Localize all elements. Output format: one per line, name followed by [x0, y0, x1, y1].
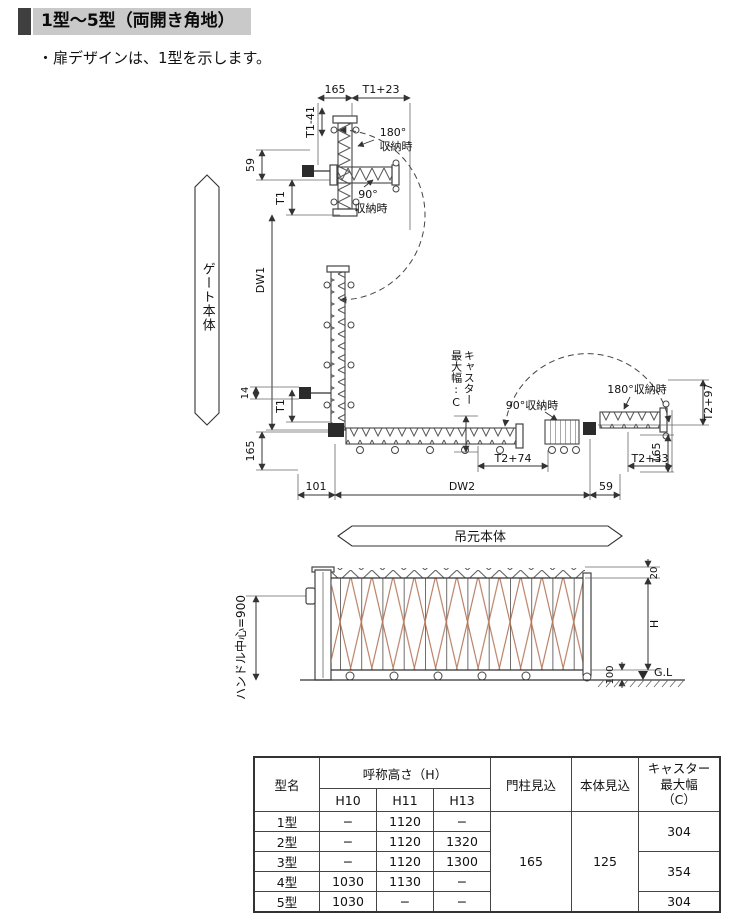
- dim-t1-plus23: T1+23: [362, 83, 400, 96]
- dim-t2-plus97: T2+97: [702, 384, 715, 422]
- cell-body-depth: 125: [571, 811, 639, 913]
- cell-h10: −: [319, 831, 377, 852]
- dim-101: 101: [306, 480, 327, 493]
- handle-center-label: ハンドル中心=900: [234, 595, 248, 700]
- main-gate-vertical: [299, 265, 355, 437]
- dim-t1-lower: T1: [274, 399, 287, 414]
- col-header-caster: キャスター 最大幅 （C）: [638, 756, 721, 812]
- cell-caster: 354: [638, 851, 721, 892]
- table-row: 1型 − 1120 − 165 125 304: [253, 811, 721, 913]
- table-row: 3型 − 1120 1300 354: [253, 851, 721, 892]
- design-note: ・扉デザインは、1型を示します。: [38, 49, 272, 67]
- cell-model: 1型: [253, 811, 320, 832]
- cell-caster: 304: [638, 811, 721, 852]
- col-header-h13: H13: [433, 788, 491, 812]
- dimension-lower-left-group: 14 T1 165: [240, 386, 330, 471]
- table-row: 5型 1030 − − 304: [253, 891, 721, 913]
- cell-model: 5型: [253, 891, 320, 913]
- cell-model: 4型: [253, 871, 320, 892]
- dim-165-left: 165: [244, 441, 257, 462]
- dim-h: H: [648, 620, 661, 628]
- gate-handle: [305, 587, 316, 605]
- cell-h13: −: [433, 891, 491, 913]
- cell-h13: −: [433, 811, 491, 832]
- col-header-height-group: 呼称高さ（H）: [319, 756, 491, 789]
- dimension-left-group: 59 T1 DW1: [244, 149, 340, 431]
- main-gate-horizontal: [345, 423, 524, 454]
- label-stored-90-top-line2: 収納時: [355, 202, 388, 215]
- gate-body-label-box: [194, 174, 220, 426]
- gl-marker: [638, 671, 648, 680]
- label-stored-180-right: 180°収納時: [607, 383, 667, 396]
- caster-max-width-label: キャスター最大幅:C: [449, 350, 476, 409]
- dim-59-top: 59: [244, 158, 257, 172]
- gate-post-left: [299, 387, 311, 399]
- cell-caster: 304: [638, 891, 721, 913]
- label-stored-90-right: 90°収納時: [506, 399, 559, 412]
- plan-view: 165 T1+23 T1-41: [194, 83, 715, 547]
- col-header-h10: H10: [319, 788, 377, 812]
- dim-t2-plus74: T2+74: [494, 452, 532, 465]
- header-accent-block: [18, 8, 31, 35]
- dim-100: 100: [605, 665, 616, 684]
- dim-dw1: DW1: [254, 267, 267, 293]
- gate-end-frame: [582, 572, 592, 676]
- dim-14: 14: [240, 387, 251, 400]
- table-row: 2型 − 1120 1320: [253, 831, 720, 852]
- gate-post-top: [302, 165, 314, 177]
- dimension-bottom-group: 101 DW2 59: [297, 439, 621, 500]
- corner-post: [328, 423, 344, 437]
- table-header-row-2: H10 H11 H13: [254, 788, 720, 812]
- elevation-view: 20 H 100 G.L: [246, 559, 685, 688]
- dimension-right-group: T2+97 165 T2+74 T2+33: [477, 379, 715, 473]
- right-gate-stored: 90°収納時 180°収納時: [502, 353, 672, 454]
- cell-h10: 1030: [319, 891, 377, 913]
- dim-59-bottom: 59: [599, 480, 613, 493]
- dim-t1-upper: T1: [274, 191, 287, 206]
- section-header: 1型～5型（両開き角地）: [18, 8, 251, 35]
- ground-level-label: G.L: [654, 666, 673, 679]
- table-row: 4型 1030 1130 −: [253, 871, 720, 892]
- cell-h10: −: [319, 851, 377, 872]
- top-gate-stored: 180° 収納時 90° 収納時: [302, 115, 426, 304]
- label-stored-180-top-line2: 収納時: [380, 140, 413, 153]
- col-header-model: 型名: [253, 756, 320, 812]
- cell-h13: −: [433, 871, 491, 892]
- cell-h11: −: [376, 891, 434, 913]
- dim-t1-minus41: T1-41: [304, 106, 317, 139]
- cell-h11: 1120: [376, 811, 434, 832]
- table-header-row-1: 型名 呼称高さ（H） 門柱見込 本体見込 キャスター 最大幅 （C）: [253, 756, 721, 812]
- cell-model: 2型: [253, 831, 320, 852]
- dim-165-top: 165: [325, 83, 346, 96]
- cell-model: 3型: [253, 851, 320, 872]
- page-title: 1型～5型（両開き角地）: [33, 8, 251, 35]
- col-header-post-depth: 門柱見込: [490, 756, 572, 812]
- hanging-body-label-box: 吊元本体: [337, 525, 623, 547]
- ground-line: G.L: [300, 666, 685, 688]
- dim-20: 20: [649, 567, 660, 580]
- label-stored-180-top-line1: 180°: [380, 126, 407, 139]
- technical-drawing: 165 T1+23 T1-41: [194, 83, 715, 688]
- cell-h13: 1320: [433, 831, 491, 852]
- hanging-body-label: 吊元本体: [454, 530, 506, 545]
- cell-h10: 1030: [319, 871, 377, 892]
- col-header-h11: H11: [376, 788, 434, 812]
- dimension-elevation-group: 20 H 100: [585, 559, 661, 688]
- spec-table: 型名 呼称高さ（H） 門柱見込 本体見込 キャスター 最大幅 （C） H10 H…: [253, 756, 721, 913]
- cell-h11: 1130: [376, 871, 434, 892]
- dim-dw2: DW2: [449, 480, 475, 493]
- cell-h11: 1120: [376, 851, 434, 872]
- col-header-body-depth: 本体見込: [571, 756, 639, 812]
- gate-body-label: ゲート本体: [199, 262, 215, 332]
- gate-post-right: [583, 422, 596, 435]
- cell-h10: −: [319, 811, 377, 832]
- elevation-gate-body: [331, 568, 592, 682]
- dim-165-right: 165: [650, 443, 663, 464]
- label-stored-90-top-line1: 90°: [358, 188, 378, 201]
- cell-h11: 1120: [376, 831, 434, 852]
- cell-post-depth: 165: [490, 811, 572, 913]
- dim-t2-plus33: T2+33: [631, 452, 669, 465]
- cell-h13: 1300: [433, 851, 491, 872]
- dimension-caster-width: [454, 415, 478, 453]
